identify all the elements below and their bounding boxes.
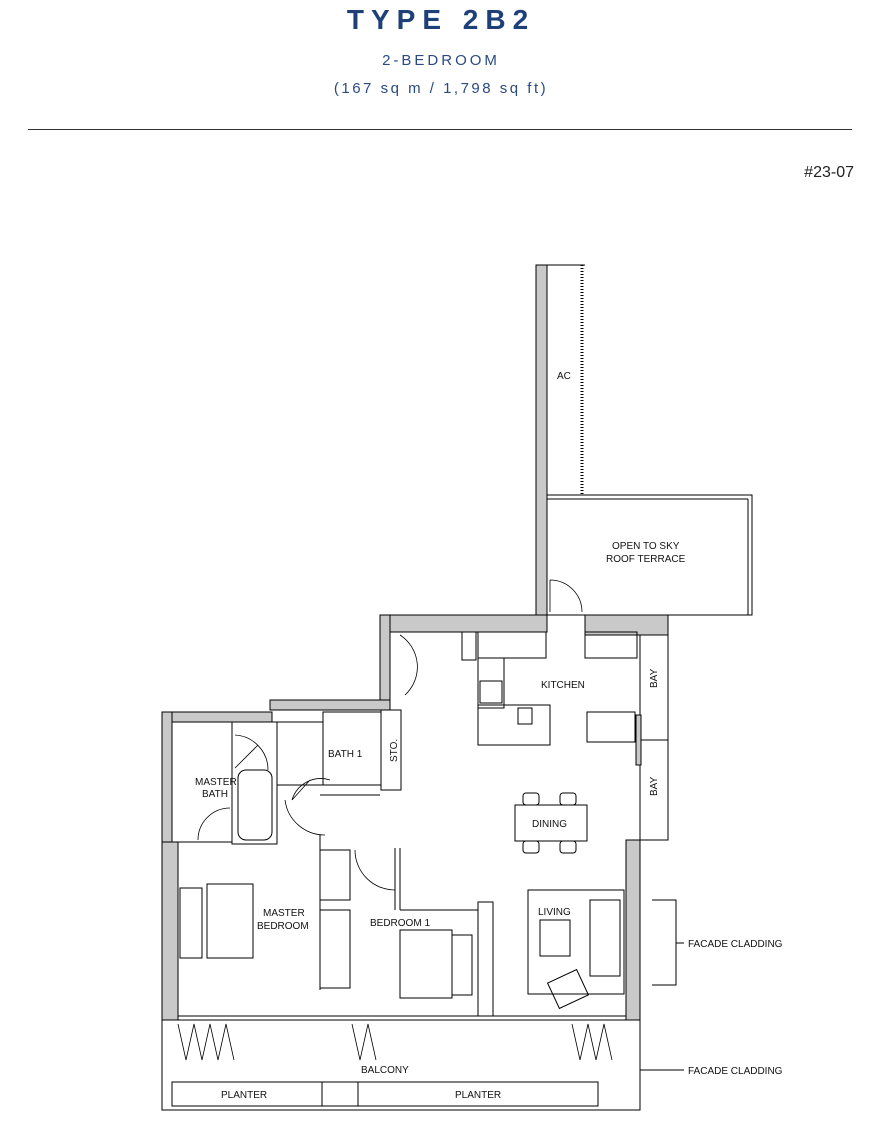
label-ac: AC: [557, 371, 571, 382]
label-master-bath-2: BATH: [202, 789, 228, 800]
bedroom-count: 2-BEDROOM: [382, 52, 500, 69]
label-bay-upper: BAY: [649, 668, 660, 688]
furniture: [179, 883, 625, 1010]
partitions: [171, 634, 494, 1017]
label-master-bedroom-1: MASTER: [263, 908, 305, 919]
label-dining: DINING: [532, 819, 567, 830]
facade-leaders: [640, 899, 684, 1071]
label-balcony: BALCONY: [361, 1065, 409, 1076]
label-kitchen: KITCHEN: [541, 680, 585, 691]
label-master-bedroom-2: BEDROOM: [257, 921, 309, 932]
label-bedroom1: BEDROOM 1: [370, 918, 430, 929]
label-terrace-2: ROOF TERRACE: [606, 554, 686, 565]
balcony: [161, 1019, 641, 1111]
unit-number: #23-07: [804, 164, 854, 181]
label-planter-left: PLANTER: [221, 1090, 267, 1101]
label-master-bath-1: MASTER: [195, 777, 237, 788]
ac-shaft: [535, 264, 585, 631]
label-bath1: BATH 1: [328, 749, 363, 760]
label-planter-right: PLANTER: [455, 1090, 501, 1101]
unit-type-title: TYPE 2B2: [346, 4, 536, 35]
label-living: LIVING: [538, 907, 571, 918]
unit-area: (167 sq m / 1,798 sq ft): [333, 80, 549, 97]
label-facade-lower: FACADE CLADDING: [688, 1066, 783, 1077]
label-facade-upper: FACADE CLADDING: [688, 939, 783, 950]
label-terrace-1: OPEN TO SKY: [612, 541, 680, 552]
label-bay-lower: BAY: [649, 776, 660, 796]
dining-table: [514, 792, 588, 854]
label-store: STO.: [389, 739, 400, 762]
kitchen-counters: [461, 631, 638, 746]
header-divider: [28, 129, 852, 130]
